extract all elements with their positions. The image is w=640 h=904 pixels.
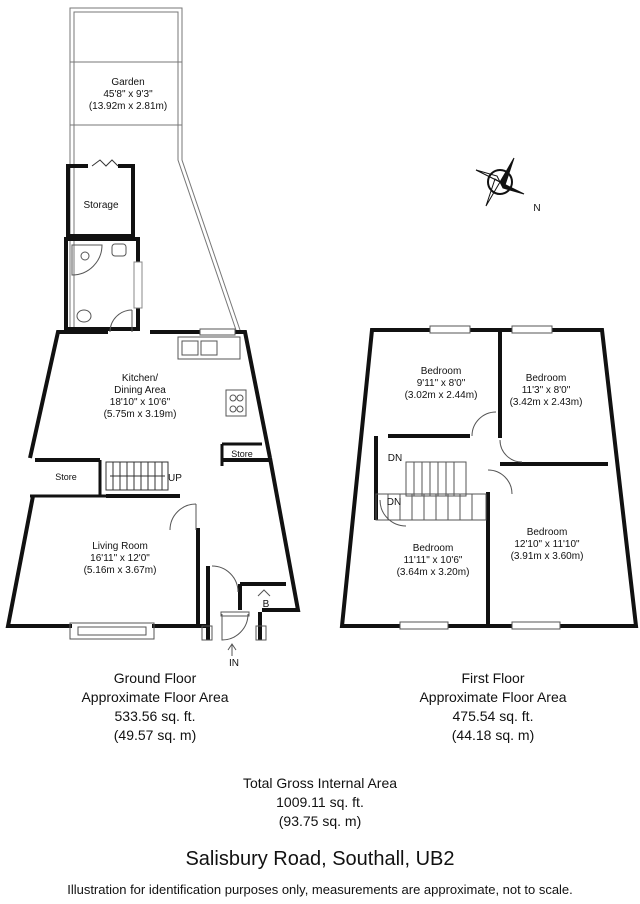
total-area-summary: Total Gross Internal Area 1009.11 sq. ft… <box>170 774 470 831</box>
bed4-metric: (3.91m x 3.60m) <box>511 551 584 562</box>
ground-floor-sqm: (49.57 sq. m) <box>113 727 197 743</box>
bed3-imperial: 11'11" x 10'6" <box>404 555 463 566</box>
first-floor-outline <box>339 328 639 628</box>
store-right-label: Store <box>231 449 253 459</box>
bed3-name: Bedroom <box>413 543 454 554</box>
porch <box>198 457 301 640</box>
up-label: UP <box>168 473 182 484</box>
garden-name: Garden <box>111 77 144 88</box>
first-floor-title: First Floor <box>461 670 525 686</box>
first-floor-sqm: (44.18 sq. m) <box>451 727 535 743</box>
disclaimer-text: Illustration for identification purposes… <box>67 882 573 897</box>
kitchen-dining <box>28 330 272 462</box>
ground-floor-subtitle: Approximate Floor Area <box>81 689 229 705</box>
first-floor-summary: First Floor Approximate Floor Area 475.5… <box>378 669 608 745</box>
total-area-title: Total Gross Internal Area <box>242 775 398 791</box>
living-imperial: 16'11" x 12'0" <box>90 553 150 564</box>
store-left-label: Store <box>55 472 77 482</box>
store-walls <box>30 442 262 498</box>
garden-area <box>69 7 241 331</box>
dn-top-label: DN <box>388 453 402 464</box>
b-label: B <box>263 599 270 610</box>
bed1-name: Bedroom <box>421 366 462 377</box>
compass-icon <box>475 157 525 207</box>
bed2-metric: (3.42m x 2.43m) <box>510 397 583 408</box>
ground-room-labels: Garden 45'8" x 9'3" (13.92m x 2.81m) Sto… <box>55 77 269 669</box>
garden-metric: (13.92m x 2.81m) <box>89 101 167 112</box>
bed2-imperial: 11'3" x 8'0" <box>522 385 571 396</box>
living-room <box>5 494 210 628</box>
kitchen-name-2: Dining Area <box>114 385 166 396</box>
bathroom <box>64 237 143 331</box>
total-area-sqft: 1009.11 sq. ft. <box>276 794 364 810</box>
compass-north-label: N <box>533 203 540 214</box>
first-room-labels: Bedroom 9'11" x 8'0" (3.02m x 2.44m) Bed… <box>387 203 584 578</box>
total-area-sqm: (93.75 sq. m) <box>278 813 362 829</box>
living-metric: (5.16m x 3.67m) <box>84 565 157 576</box>
garden-imperial: 45'8" x 9'3" <box>103 89 153 100</box>
bed4-imperial: 12'10" x 11'10" <box>514 539 580 550</box>
in-label: IN <box>229 658 239 669</box>
property-address: Salisbury Road, Southall, UB2 <box>185 848 455 870</box>
bed2-name: Bedroom <box>526 373 567 384</box>
first-floor-subtitle: Approximate Floor Area <box>419 689 567 705</box>
ground-stairs <box>105 461 169 491</box>
kitchen-fittings <box>109 309 247 417</box>
storage-room <box>66 159 135 238</box>
bed1-imperial: 9'11" x 8'0" <box>417 378 466 389</box>
bed1-metric: (3.02m x 2.44m) <box>405 390 478 401</box>
dn-bottom-label: DN <box>387 497 401 508</box>
ground-floor-sqft: 533.56 sq. ft. <box>114 708 196 724</box>
living-name: Living Room <box>92 541 148 552</box>
kitchen-metric: (5.75m x 3.19m) <box>104 409 177 420</box>
living-fittings <box>69 503 197 640</box>
storage-name: Storage <box>83 200 118 211</box>
first-floor-sqft: 475.54 sq. ft. <box>452 708 534 724</box>
ground-floor-title: Ground Floor <box>113 670 197 686</box>
kitchen-name: Kitchen/ <box>122 373 158 384</box>
ground-floor-summary: Ground Floor Approximate Floor Area 533.… <box>40 669 270 745</box>
first-floor-fittings <box>375 325 561 630</box>
kitchen-imperial: 18'10" x 10'6" <box>110 397 171 408</box>
porch-fittings <box>201 565 271 656</box>
bed4-name: Bedroom <box>527 527 568 538</box>
bed3-metric: (3.64m x 3.20m) <box>397 567 470 578</box>
